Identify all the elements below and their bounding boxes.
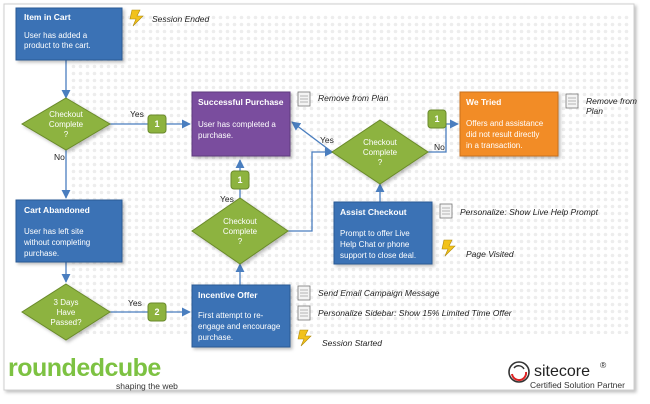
edges — [61, 60, 459, 317]
document-icon — [439, 203, 453, 219]
decision-checkout-complete-3: Checkout Complete ? — [331, 119, 429, 185]
node-body-line: User has completed a — [198, 120, 276, 129]
decision-three-days-passed: 3 Days Have Passed? — [21, 283, 111, 341]
document-icon — [297, 285, 311, 301]
badge-no-3: 1 — [427, 109, 447, 129]
document-icon — [297, 91, 311, 107]
note-session-started: Session Started — [322, 338, 382, 348]
edge-checkout3-yes — [291, 121, 333, 153]
node-title: Incentive Offer — [198, 290, 258, 300]
svg-text:1: 1 — [237, 175, 242, 185]
svg-text:Complete: Complete — [223, 227, 258, 236]
note-remove-from-plan: Remove from — [586, 96, 637, 106]
document-icon — [297, 305, 311, 321]
svg-text:2: 2 — [154, 307, 159, 317]
node-title: Item in Cart — [24, 12, 71, 22]
node-body-line: in a transaction. — [466, 141, 522, 150]
note-personalize-sidebar: Personalize Sidebar: Show 15% Limited Ti… — [318, 308, 513, 318]
edge-label-no: No — [434, 142, 445, 152]
note-page-visited: Page Visited — [466, 249, 514, 259]
svg-text:Have: Have — [57, 308, 76, 317]
decision-checkout-complete-1: Checkout Complete ? — [21, 97, 111, 151]
svg-text:Complete: Complete — [49, 120, 84, 129]
lightning-icon — [297, 329, 312, 347]
edge-label-no: No — [54, 152, 65, 162]
note-remove-from-plan: Remove from Plan — [318, 93, 389, 103]
svg-text:roundedcube: roundedcube — [8, 354, 161, 382]
node-body-line: User has left site — [24, 227, 84, 236]
node-we-tried: We Tried Offers and assistance did not r… — [459, 91, 559, 157]
note-send-email: Send Email Campaign Message — [318, 288, 440, 298]
svg-text:Checkout: Checkout — [223, 217, 258, 226]
document-icon — [565, 93, 579, 109]
decision-checkout-complete-2: Checkout Complete ? — [191, 197, 289, 265]
note-remove-from-plan: Plan — [586, 106, 603, 116]
edge-label-yes: Yes — [128, 298, 142, 308]
node-cart-abandoned: Cart Abandoned User has left site withou… — [15, 199, 123, 263]
svg-text:?: ? — [378, 158, 383, 167]
roundedcube-logo: roundedcube shaping the web — [8, 354, 178, 391]
sitecore-registered-mark: ® — [600, 360, 607, 370]
node-item-in-cart: Item in Cart User has added a product to… — [15, 7, 123, 61]
sitecore-tagline: Certified Solution Partner — [530, 380, 625, 390]
svg-text:Complete: Complete — [363, 148, 398, 157]
edge-label-yes: Yes — [320, 135, 334, 145]
node-body-line: product to the cart. — [24, 41, 91, 50]
badge-yes-4: 2 — [147, 302, 167, 322]
svg-text:3 Days: 3 Days — [54, 298, 79, 307]
dot-pattern-background — [70, 14, 630, 334]
node-body-line: Offers and assistance — [466, 119, 544, 128]
svg-text:?: ? — [238, 237, 243, 246]
edge-label-yes: Yes — [130, 109, 144, 119]
node-successful-purchase: Successful Purchase User has completed a… — [191, 91, 291, 157]
node-body-line: purchase. — [198, 333, 233, 342]
badge-yes-2: 1 — [230, 170, 250, 190]
node-body-line: Help Chat or phone — [340, 240, 410, 249]
sitecore-logo: sitecore ® Certified Solution Partner — [508, 360, 625, 390]
node-incentive-offer: Incentive Offer First attempt to re- eng… — [191, 284, 291, 348]
edge-checkout3-no — [428, 119, 459, 153]
svg-text:?: ? — [64, 130, 69, 139]
svg-text:1: 1 — [434, 114, 439, 124]
note-session-ended: Session Ended — [152, 14, 209, 24]
node-body-line: purchase. — [24, 249, 59, 258]
node-title: Assist Checkout — [340, 207, 407, 217]
edge-checkout2-no — [288, 147, 334, 232]
note-personalize-live-help: Personalize: Show Live Help Prompt — [460, 207, 599, 217]
node-body-line: without completing — [23, 238, 90, 247]
node-body-line: First attempt to re- — [198, 311, 264, 320]
node-title: We Tried — [466, 97, 501, 107]
node-body-line: did not result directly — [466, 130, 539, 139]
node-body-line: User has added a — [24, 31, 88, 40]
edge-label-yes: Yes — [220, 194, 234, 204]
lightning-icon — [441, 239, 456, 257]
node-title: Successful Purchase — [198, 97, 284, 107]
svg-text:1: 1 — [154, 119, 159, 129]
svg-text:Checkout: Checkout — [49, 110, 84, 119]
node-title: Cart Abandoned — [24, 205, 90, 215]
badge-yes-1: 1 — [147, 114, 167, 134]
lightning-icon — [129, 9, 144, 27]
svg-text:Passed?: Passed? — [50, 318, 82, 327]
node-body-line: support to close deal. — [340, 251, 416, 260]
roundedcube-tagline: shaping the web — [116, 381, 178, 391]
node-body-line: engage and encourage — [198, 322, 281, 331]
node-body-line: Prompt to offer Live — [340, 229, 410, 238]
svg-text:Checkout: Checkout — [363, 138, 398, 147]
node-body-line: purchase. — [198, 131, 233, 140]
node-assist-checkout: Assist Checkout Prompt to offer Live Hel… — [333, 201, 433, 265]
svg-text:sitecore: sitecore — [534, 363, 590, 380]
